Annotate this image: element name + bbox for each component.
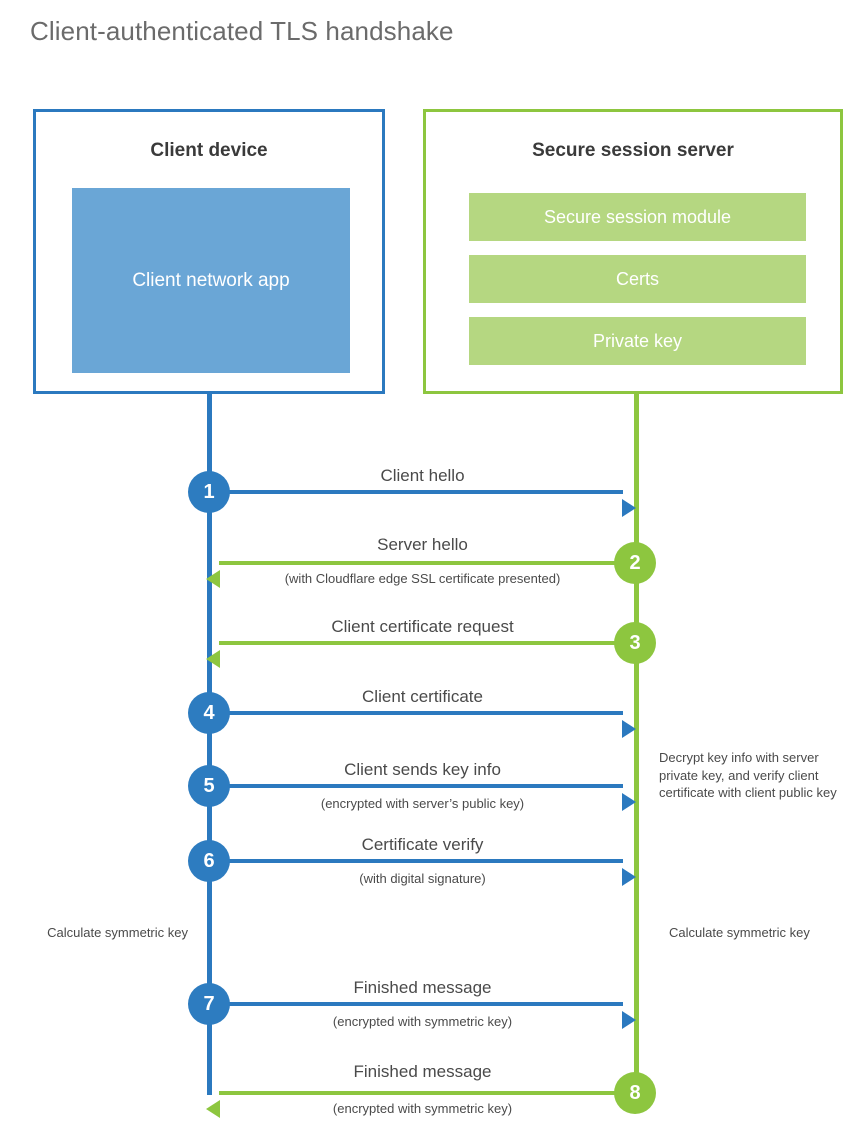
- step-7-arrow-line: [209, 1002, 623, 1006]
- step-5-label: Client sends key info: [344, 760, 501, 779]
- step-4-arrow-line: [209, 711, 623, 715]
- step-3-arrow-head-icon: [206, 650, 220, 668]
- step-7-number-badge: 7: [188, 983, 230, 1025]
- server-lifeline: [634, 394, 639, 1093]
- secure-session-server-title: Secure session server: [532, 140, 734, 161]
- step-5-number-badge: 5: [188, 765, 230, 807]
- step-3-arrow-line: [219, 641, 636, 645]
- step-8-arrow-line: [219, 1091, 636, 1095]
- step-2-label: Server hello: [377, 535, 468, 554]
- step-8-label: Finished message: [353, 1062, 492, 1081]
- step-6-label: Certificate verify: [361, 835, 484, 854]
- step-6-arrow-line: [209, 859, 623, 863]
- step-4-label: Client certificate: [362, 687, 483, 706]
- client-network-app-block: Client network app: [72, 188, 350, 373]
- step-6-arrow-head-icon: [622, 868, 636, 886]
- step-8-arrow-head-icon: [206, 1100, 220, 1118]
- step-3-number-badge: 3: [614, 622, 656, 664]
- step-5-arrow-line: [209, 784, 623, 788]
- step-5-sublabel: (encrypted with server’s public key): [320, 796, 525, 811]
- step-6-number-badge: 6: [188, 840, 230, 882]
- step-7-arrow-head-icon: [622, 1011, 636, 1029]
- server-component-secure-session-module: Secure session module: [469, 193, 806, 241]
- page-title: Client-authenticated TLS handshake: [30, 16, 454, 46]
- server-calculate-symmetric-key-note: Calculate symmetric key: [669, 925, 810, 940]
- step-7-sublabel: (encrypted with symmetric key): [332, 1014, 513, 1029]
- client-calculate-symmetric-key-note: Calculate symmetric key: [47, 925, 188, 940]
- step-6-sublabel: (with digital signature): [359, 871, 486, 886]
- step-2-arrow-line: [219, 561, 636, 565]
- client-device-box: Client device Client network app: [33, 109, 385, 394]
- step-3-label: Client certificate request: [331, 617, 514, 636]
- step-5-arrow-head-icon: [622, 793, 636, 811]
- server-decrypt-note: Decrypt key info with server private key…: [659, 750, 837, 801]
- step-4-number-badge: 4: [188, 692, 230, 734]
- step-1-number-badge: 1: [188, 471, 230, 513]
- step-1-arrow-line: [209, 490, 623, 494]
- step-2-number-badge: 2: [614, 542, 656, 584]
- step-1-arrow-head-icon: [622, 499, 636, 517]
- client-device-title: Client device: [150, 140, 268, 161]
- step-4-arrow-head-icon: [622, 720, 636, 738]
- step-7-label: Finished message: [353, 978, 492, 997]
- step-8-sublabel: (encrypted with symmetric key): [332, 1101, 513, 1116]
- server-component-certs: Certs: [469, 255, 806, 303]
- step-1-label: Client hello: [380, 466, 465, 485]
- client-lifeline: [207, 394, 212, 1095]
- server-component-private-key: Private key: [469, 317, 806, 365]
- step-8-number-badge: 8: [614, 1072, 656, 1114]
- step-2-arrow-head-icon: [206, 570, 220, 588]
- secure-session-server-box: Secure session server Secure session mod…: [423, 109, 843, 394]
- step-2-sublabel: (with Cloudflare edge SSL certificate pr…: [284, 571, 561, 586]
